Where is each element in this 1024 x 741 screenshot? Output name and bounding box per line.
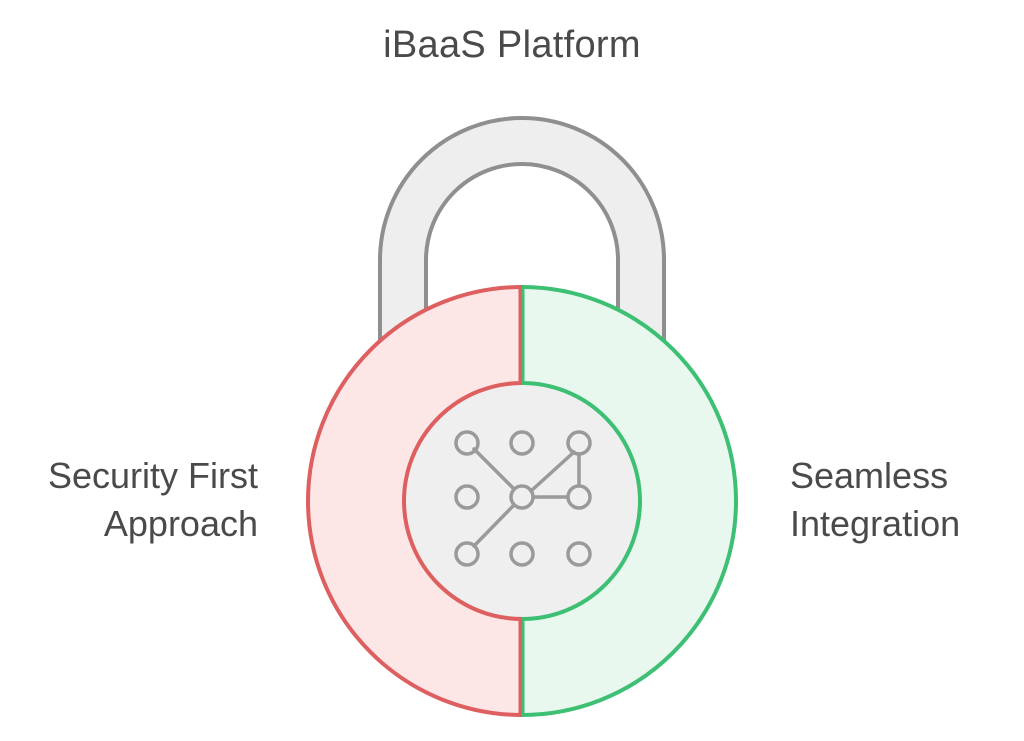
security-first-label-line2: Approach xyxy=(103,503,258,544)
security-first-label-line1: Security First xyxy=(47,455,258,496)
lock-shackle xyxy=(378,116,666,347)
inner-circle-right-outline xyxy=(521,381,642,621)
inner-circle-left-outline xyxy=(402,381,523,621)
lock-inner-circle xyxy=(404,383,640,619)
lock-body-right-outline xyxy=(521,285,738,717)
diagram-title: iBaaS Platform xyxy=(383,24,641,66)
lock-body-left-outline xyxy=(306,285,523,717)
seamless-integration-label: Seamless Integration xyxy=(790,452,960,548)
seamless-integration-label-line1: Seamless xyxy=(790,455,949,496)
seamless-integration-label-line2: Integration xyxy=(790,503,961,544)
security-first-label: Security First Approach xyxy=(48,452,258,548)
network-nodes-icon xyxy=(454,430,592,567)
